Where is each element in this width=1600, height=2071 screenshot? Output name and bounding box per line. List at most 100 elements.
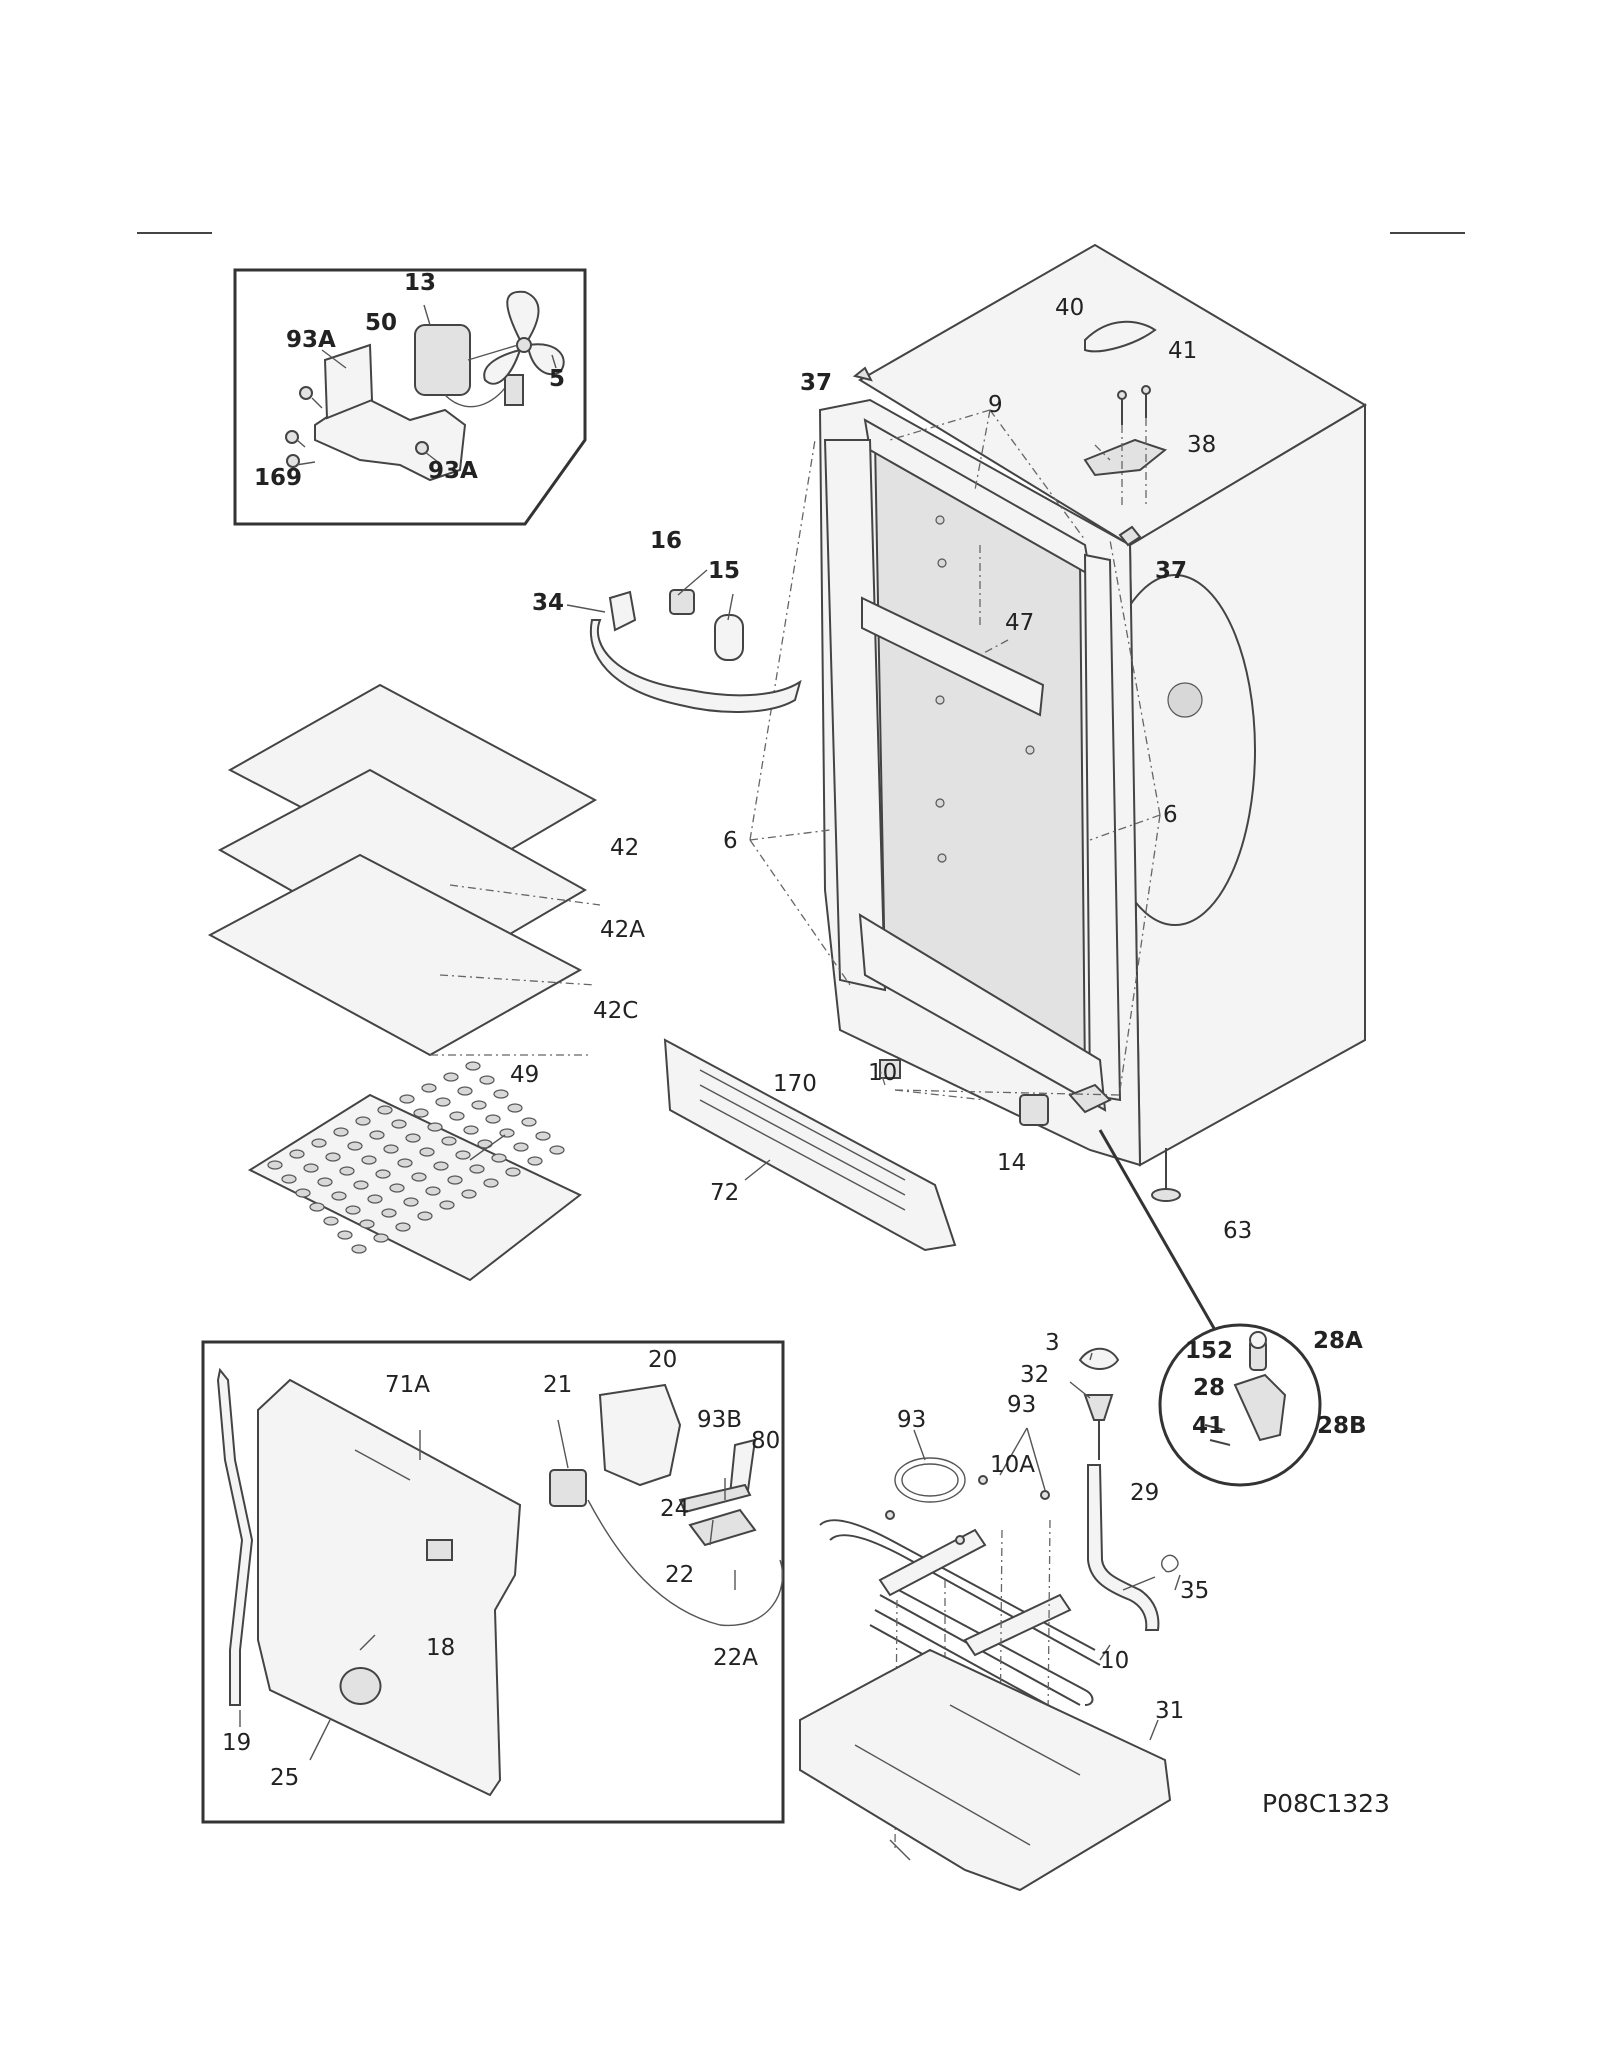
- basket-hole: [391, 1119, 407, 1129]
- breaker-strip-right: [1083, 553, 1122, 1102]
- drain-tube-19: [216, 1367, 254, 1706]
- basket-hole: [469, 1164, 485, 1174]
- callout: 93A: [428, 458, 478, 484]
- basket-hole: [419, 1147, 435, 1157]
- hinge-detail-inset: [1098, 1129, 1322, 1487]
- hinge-detail-leader: [1098, 1129, 1217, 1331]
- callout: 49: [510, 1062, 539, 1088]
- callout: 22: [665, 1562, 694, 1588]
- callout: 16: [650, 528, 682, 554]
- hinge-detail-circle: [1158, 1323, 1322, 1487]
- rear-panel-inset-frame: [201, 1340, 785, 1824]
- drain-hose-29: [1087, 1464, 1160, 1631]
- basket-hole: [449, 1111, 465, 1121]
- callout: 10: [868, 1060, 897, 1086]
- terminal-strip-24: [678, 1483, 752, 1514]
- basket-hole: [493, 1089, 509, 1099]
- screw: [286, 454, 300, 468]
- basket-hole: [333, 1127, 349, 1137]
- plug-37-top: [852, 366, 873, 382]
- hinge-plate-28: [1233, 1373, 1287, 1442]
- fan-motor: [414, 324, 471, 396]
- motor-shield: [323, 343, 374, 420]
- callout: 5: [549, 366, 565, 392]
- heater-loop: [894, 1457, 966, 1503]
- basket-hole: [421, 1083, 437, 1093]
- callout: 29: [1130, 1480, 1159, 1506]
- shelves: [207, 683, 601, 1057]
- callout: 169: [254, 465, 302, 491]
- basket-hole: [399, 1094, 415, 1104]
- basket-hole: [439, 1200, 455, 1210]
- drain-pan-31: [799, 1648, 1172, 1892]
- callout: 9: [988, 392, 1003, 418]
- door-switch: [1019, 1094, 1049, 1126]
- light-bulb: [714, 614, 744, 661]
- plug-37-right: [1118, 525, 1142, 547]
- basket-hole: [339, 1166, 355, 1176]
- basket-hole: [375, 1169, 391, 1179]
- basket-hole: [521, 1117, 537, 1127]
- side-panel-hole: [1167, 682, 1203, 718]
- basket-hole: [417, 1211, 433, 1221]
- callout: 50: [365, 310, 397, 336]
- basket-hole: [373, 1233, 389, 1243]
- fan-blade: [483, 290, 565, 385]
- basket-hole: [441, 1136, 457, 1146]
- capillary-tube: [587, 1499, 784, 1627]
- basket-hole: [535, 1131, 551, 1141]
- basket-hole: [465, 1061, 481, 1071]
- callout: 93B: [697, 1407, 742, 1433]
- button-170: [879, 1059, 901, 1079]
- callout: 42C: [593, 998, 638, 1024]
- callout: 41: [1168, 338, 1197, 364]
- callout: 10A: [990, 1452, 1035, 1478]
- basket-hole: [359, 1219, 375, 1229]
- basket-hole: [383, 1144, 399, 1154]
- callout: 37: [800, 370, 832, 396]
- callout: 25: [270, 1765, 299, 1791]
- basket-hole: [513, 1142, 529, 1152]
- drain-fitting-32: [1083, 1394, 1114, 1421]
- hinge-cover: [1084, 320, 1157, 353]
- callout: 10: [1100, 1648, 1129, 1674]
- breaker-strip-left: [823, 439, 887, 992]
- leveling-leg: [1151, 1188, 1181, 1202]
- light-shield: [589, 619, 802, 713]
- basket-hole: [351, 1244, 367, 1254]
- callout: 170: [773, 1071, 817, 1097]
- basket-hole: [289, 1149, 305, 1159]
- basket-hole: [311, 1138, 327, 1148]
- callout: 19: [222, 1730, 251, 1756]
- callout: 34: [532, 590, 564, 616]
- callout: 47: [1005, 610, 1034, 636]
- callout: 13: [404, 270, 436, 296]
- callout: 28B: [1317, 1413, 1367, 1439]
- callout: 6: [723, 828, 738, 854]
- basket-hole: [347, 1141, 363, 1151]
- callout-labels: 13 93A 50 5 169 93A 37 37 40 41 38 9 16 …: [222, 270, 1367, 1791]
- basket-hole: [477, 1139, 493, 1149]
- basket-hole: [381, 1208, 397, 1218]
- callout: 15: [708, 558, 740, 584]
- screw: [285, 430, 299, 444]
- top-hinge: [1083, 438, 1168, 477]
- basket-hole: [413, 1108, 429, 1118]
- callout: 22A: [713, 1645, 758, 1671]
- callout: 93: [897, 1407, 926, 1433]
- basket-hole: [403, 1197, 419, 1207]
- basket-hole: [435, 1097, 451, 1107]
- evaporator-rack-10: [878, 1528, 987, 1597]
- callout: 152: [1185, 1338, 1233, 1364]
- basket-hole: [377, 1105, 393, 1115]
- basket-hole: [337, 1230, 353, 1240]
- wire-basket: [247, 1061, 582, 1282]
- defrost-terminal-22: [688, 1508, 757, 1547]
- shelf-support: [861, 596, 1045, 717]
- screw: [415, 441, 429, 455]
- rear-panel-inset: [201, 1340, 785, 1824]
- basket-hole: [353, 1180, 369, 1190]
- basket-hole: [303, 1163, 319, 1173]
- basket-hole: [427, 1122, 443, 1132]
